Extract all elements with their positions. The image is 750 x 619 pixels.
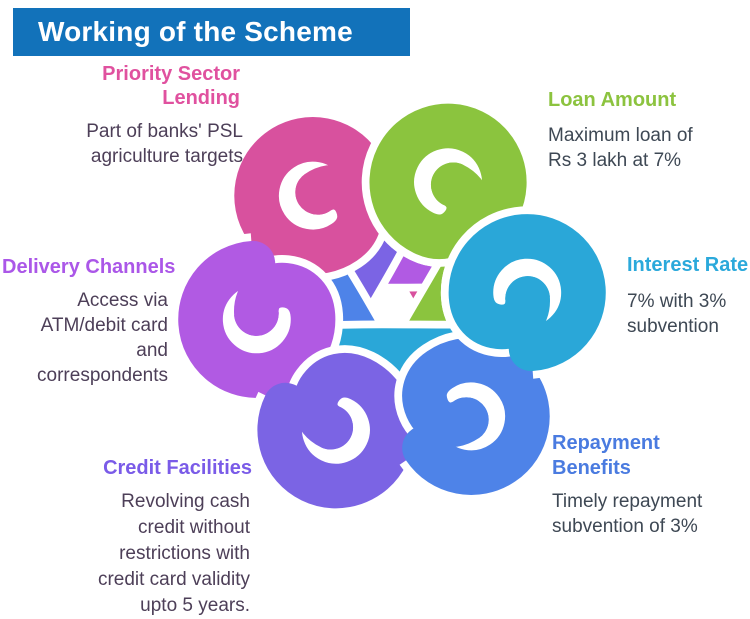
priority-sector-body: Part of banks' PSL agriculture targets [86,121,243,167]
repayment-benefits-body: Timely repayment subvention of 3% [552,491,703,537]
ribbon-loop-interest-rate [448,214,606,372]
delivery-channels-heading: Delivery Channels [2,256,176,278]
priority-sector-heading: Priority Sector Lending [102,63,240,109]
ribbon-loop-loan-amount [369,103,527,260]
title-banner: Working of the Scheme [13,8,410,56]
loan-amount-heading: Loan Amount [548,89,677,111]
ribbon-loop-delivery-channels [178,240,336,398]
ribbon-loop-repayment-benefits [402,337,550,495]
repayment-benefits-heading: Repayment Benefits [552,432,660,479]
interest-rate-body: 7% with 3% subvention [627,291,727,337]
ribbon-loop-priority-sector-lending [234,117,382,275]
ribbon-loop-credit-facilities [257,352,415,509]
loan-amount-body: Maximum loan of Rs 3 lakh at 7% [548,125,693,171]
credit-facilities-body: Revolving cash credit without restrictio… [97,491,250,616]
page-title: Working of the Scheme [38,16,353,47]
credit-facilities-heading: Credit Facilities [103,457,252,479]
delivery-channels-body: Access via ATM/debit card and correspond… [37,290,168,386]
knot-group [170,95,614,517]
interest-rate-heading: Interest Rate [627,254,749,276]
